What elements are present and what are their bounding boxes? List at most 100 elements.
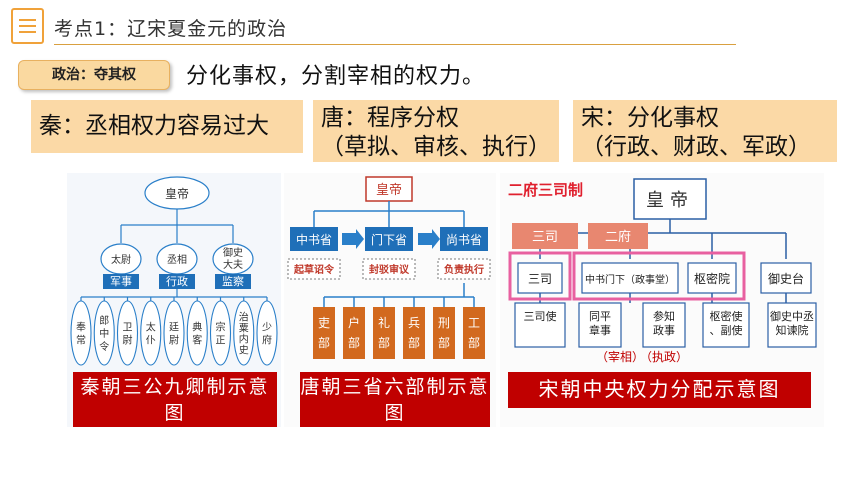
qin-qing-label: 太仆: [146, 321, 156, 347]
tang-bu-label: 吏部: [318, 315, 330, 350]
qin-qing-node: [233, 300, 255, 366]
qin-qing-node: [140, 300, 162, 366]
tang-duty-label: 起草诏令: [293, 263, 335, 276]
qin-qing-label: 治粟内史: [239, 311, 249, 357]
topic-tag: 政治：夺其权: [18, 60, 170, 90]
song-official-node: [514, 302, 566, 348]
qin-role-label: 军事: [110, 275, 132, 288]
tang-duty-box: [362, 258, 416, 280]
song-tag-sansi: [512, 223, 578, 249]
tang-bu-node: [463, 307, 485, 359]
tang-bu-label: 礼部: [378, 315, 390, 350]
qin-qing-label: 郎中令: [99, 314, 109, 353]
song-official-label: 参知政事: [653, 309, 675, 337]
tang-emperor-label: 皇帝: [376, 182, 402, 198]
song-org-label: 中书门下（政事堂）: [585, 273, 675, 286]
song-org-label: 御史台: [768, 271, 804, 286]
song-box: 宋：分化事权 （行政、财政、军政）: [573, 100, 837, 162]
qin-qing-label: 少府: [262, 322, 272, 347]
qin-gong-label: 御史大夫: [223, 246, 243, 271]
summary-text: 分化事权，分割宰相的权力。: [186, 64, 486, 89]
menu-icon[interactable]: [11, 8, 44, 44]
tang-sheng-node: [440, 227, 488, 251]
qin-role-tag: [103, 274, 139, 289]
song-box-line1: 宋：分化事权: [581, 105, 719, 131]
qin-gong-label: 丞相: [167, 253, 187, 266]
tang-arrow-1: [342, 229, 364, 249]
song-tag-erfu-label: 二府: [605, 230, 631, 245]
qin-qing-node: [116, 300, 139, 366]
song-official-node: [578, 302, 622, 348]
tang-bu-label: 刑部: [438, 316, 450, 350]
song-note-zaixiang: （宰相）: [596, 349, 644, 364]
tang-bu-label: 工部: [468, 316, 480, 350]
header-divider: [54, 44, 736, 45]
tang-bu-label: 兵部: [408, 316, 420, 350]
qin-role-label: 监察: [222, 274, 244, 288]
tang-bu-node: [403, 307, 425, 359]
tang-bu-label: 户部: [348, 315, 360, 350]
qin-box: 秦：丞相权力容易过大: [31, 100, 303, 153]
qin-role-label: 行政: [166, 274, 188, 288]
qin-caption: 秦朝三公九卿制示意图: [73, 372, 277, 427]
tang-duty-label: 封驳审议: [369, 263, 410, 276]
song-org-node: [581, 262, 679, 294]
qin-qing-node: [186, 300, 208, 366]
song-org-node: [517, 262, 563, 294]
qin-qing-label: 卫尉: [123, 323, 133, 347]
tang-bu-node: [343, 307, 365, 359]
song-tag-sansi-label: 三司: [532, 230, 558, 245]
qin-emperor-label: 皇帝: [165, 186, 189, 201]
song-official-label: 御史中丞知谏院: [770, 309, 814, 337]
song-box-line2: （行政、财政、军政）: [581, 134, 811, 160]
qin-qing-node: [209, 300, 232, 366]
tang-sheng-label: 中书省: [296, 232, 332, 247]
qin-qing-label: 奉常: [76, 321, 86, 347]
qin-qing-label: 典客: [192, 321, 202, 347]
qin-qing-node: [256, 300, 278, 366]
tang-bu-node: [373, 307, 395, 359]
tang-box-line1: 唐：程序分权: [321, 105, 459, 131]
qin-gong-label: 太尉: [111, 253, 131, 266]
qin-qing-node: [93, 300, 115, 366]
song-org-node: [760, 262, 812, 294]
tang-duty-label: 负责执行: [444, 263, 484, 276]
qin-role-tag: [159, 274, 195, 289]
qin-qing-node: [70, 300, 92, 366]
song-emperor-label: 皇帝: [646, 190, 694, 211]
song-tag-erfu: [588, 223, 648, 249]
tang-bu-node: [433, 307, 455, 359]
tang-sheng-node: [365, 227, 413, 251]
song-org-label: 三司: [528, 272, 552, 286]
tang-arrow-2: [418, 229, 440, 249]
tang-box: 唐：程序分权 （草拟、审核、执行）: [313, 100, 559, 162]
song-org-node: [687, 262, 737, 294]
song-official-label: 三司使: [524, 310, 557, 323]
tang-sheng-label: 门下省: [371, 232, 407, 247]
tang-caption: 唐朝三省六部制示意图: [300, 372, 490, 427]
song-note-zhizheng: （执政）: [640, 350, 688, 364]
song-official-label: 枢密使、副使: [710, 309, 743, 337]
qin-qing-label: 宗正: [216, 321, 226, 347]
qin-emperor-node: [144, 176, 210, 210]
qin-role-tag: [215, 274, 251, 289]
song-diagram-title: 二府三司制: [508, 181, 583, 199]
song-official-node: [642, 302, 686, 348]
song-official-label: 同平章事: [589, 310, 611, 337]
song-official-node: [702, 302, 750, 348]
tang-duty-box: [437, 258, 491, 280]
tang-sheng-label: 尚书省: [446, 233, 482, 247]
song-highlight-erfu: [572, 251, 746, 301]
tang-sheng-node: [290, 227, 338, 251]
tang-duty-box: [287, 258, 341, 280]
song-highlight-sansi: [508, 251, 572, 301]
qin-box-line1: 秦：丞相权力容易过大: [39, 113, 269, 139]
song-caption: 宋朝中央权力分配示意图: [508, 372, 811, 408]
tang-bu-node: [313, 307, 335, 359]
page-title: 考点1：辽宋夏金元的政治: [54, 18, 288, 40]
qin-qing-label: 廷尉: [169, 322, 179, 347]
tang-box-line2: （草拟、审核、执行）: [321, 134, 551, 160]
song-official-node: [767, 302, 817, 348]
song-org-label: 枢密院: [694, 271, 730, 286]
qin-qing-node: [163, 300, 185, 366]
